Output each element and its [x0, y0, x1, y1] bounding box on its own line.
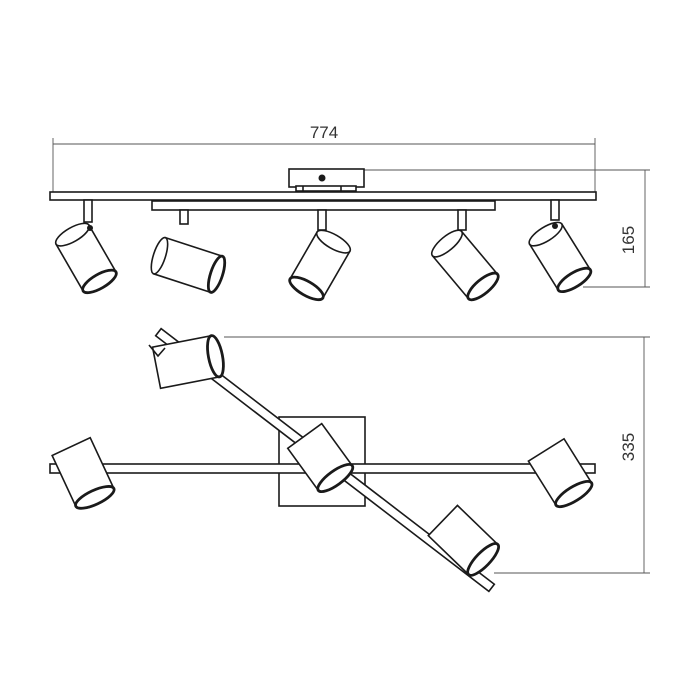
top-spotlight-3 [286, 422, 355, 494]
width-label: 774 [310, 123, 338, 142]
depth-label: 335 [619, 433, 638, 461]
height-label: 165 [619, 226, 638, 254]
top-spotlight-1 [151, 334, 225, 390]
spotlight-5 [528, 221, 593, 293]
width-dimension: 774 [52, 123, 596, 192]
spotlight-2 [150, 236, 227, 294]
top-spotlight-4 [527, 437, 594, 509]
depth-dimension: 335 [224, 336, 650, 574]
top-view: 335 [49, 327, 650, 593]
ceiling-canopy [288, 168, 365, 192]
spotlight-4 [430, 229, 500, 302]
spot-stems [83, 199, 560, 231]
height-dimension: 165 [364, 169, 650, 288]
secondary-bar [151, 200, 496, 211]
top-spotlight-5 [427, 504, 500, 577]
front-view: 774 165 [49, 123, 650, 302]
top-spotlight-2 [51, 436, 116, 510]
spotlight-1 [54, 222, 118, 295]
main-bar [49, 191, 597, 201]
spotlight-3 [288, 229, 352, 302]
